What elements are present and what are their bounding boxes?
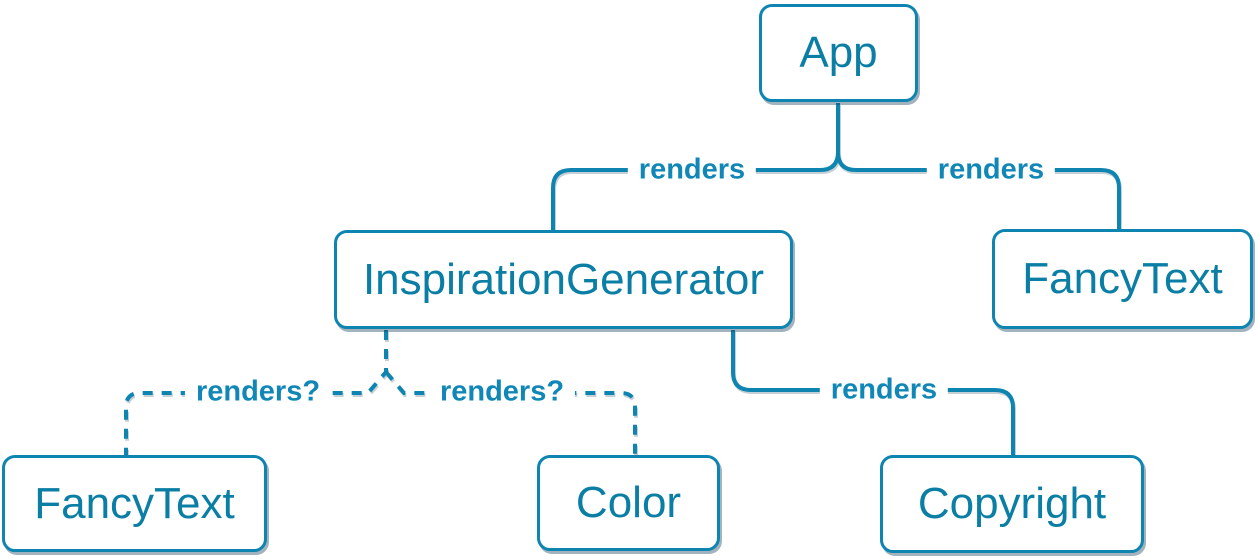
- edge-label-app-fancytext: renders: [926, 153, 1056, 187]
- node-label: FancyText: [1022, 254, 1223, 303]
- node-copyright: Copyright: [880, 455, 1144, 553]
- node-label: App: [799, 28, 878, 77]
- edge-inspirationgenerator-fancytext-line: [124, 330, 388, 456]
- edge-label-inspirationgenerator-fancytext: renders?: [184, 375, 332, 409]
- node-color: Color: [537, 455, 720, 551]
- node-inspiration-generator: InspirationGenerator: [334, 230, 793, 329]
- edge-label-inspirationgenerator-color: renders?: [428, 375, 576, 409]
- edge-inspirationgenerator-color-line: [384, 370, 637, 456]
- edge-label-app-inspirationgenerator: renders: [627, 153, 757, 187]
- node-label: InspirationGenerator: [362, 254, 765, 304]
- node-fancy-text-top: FancyText: [992, 229, 1253, 329]
- node-app: App: [759, 4, 918, 102]
- node-label: Color: [575, 478, 682, 527]
- edge-label-inspirationgenerator-copyright: renders: [819, 373, 949, 407]
- node-label: Copyright: [917, 479, 1107, 528]
- node-fancy-text-bottom: FancyText: [2, 455, 267, 552]
- node-label: FancyText: [34, 478, 235, 528]
